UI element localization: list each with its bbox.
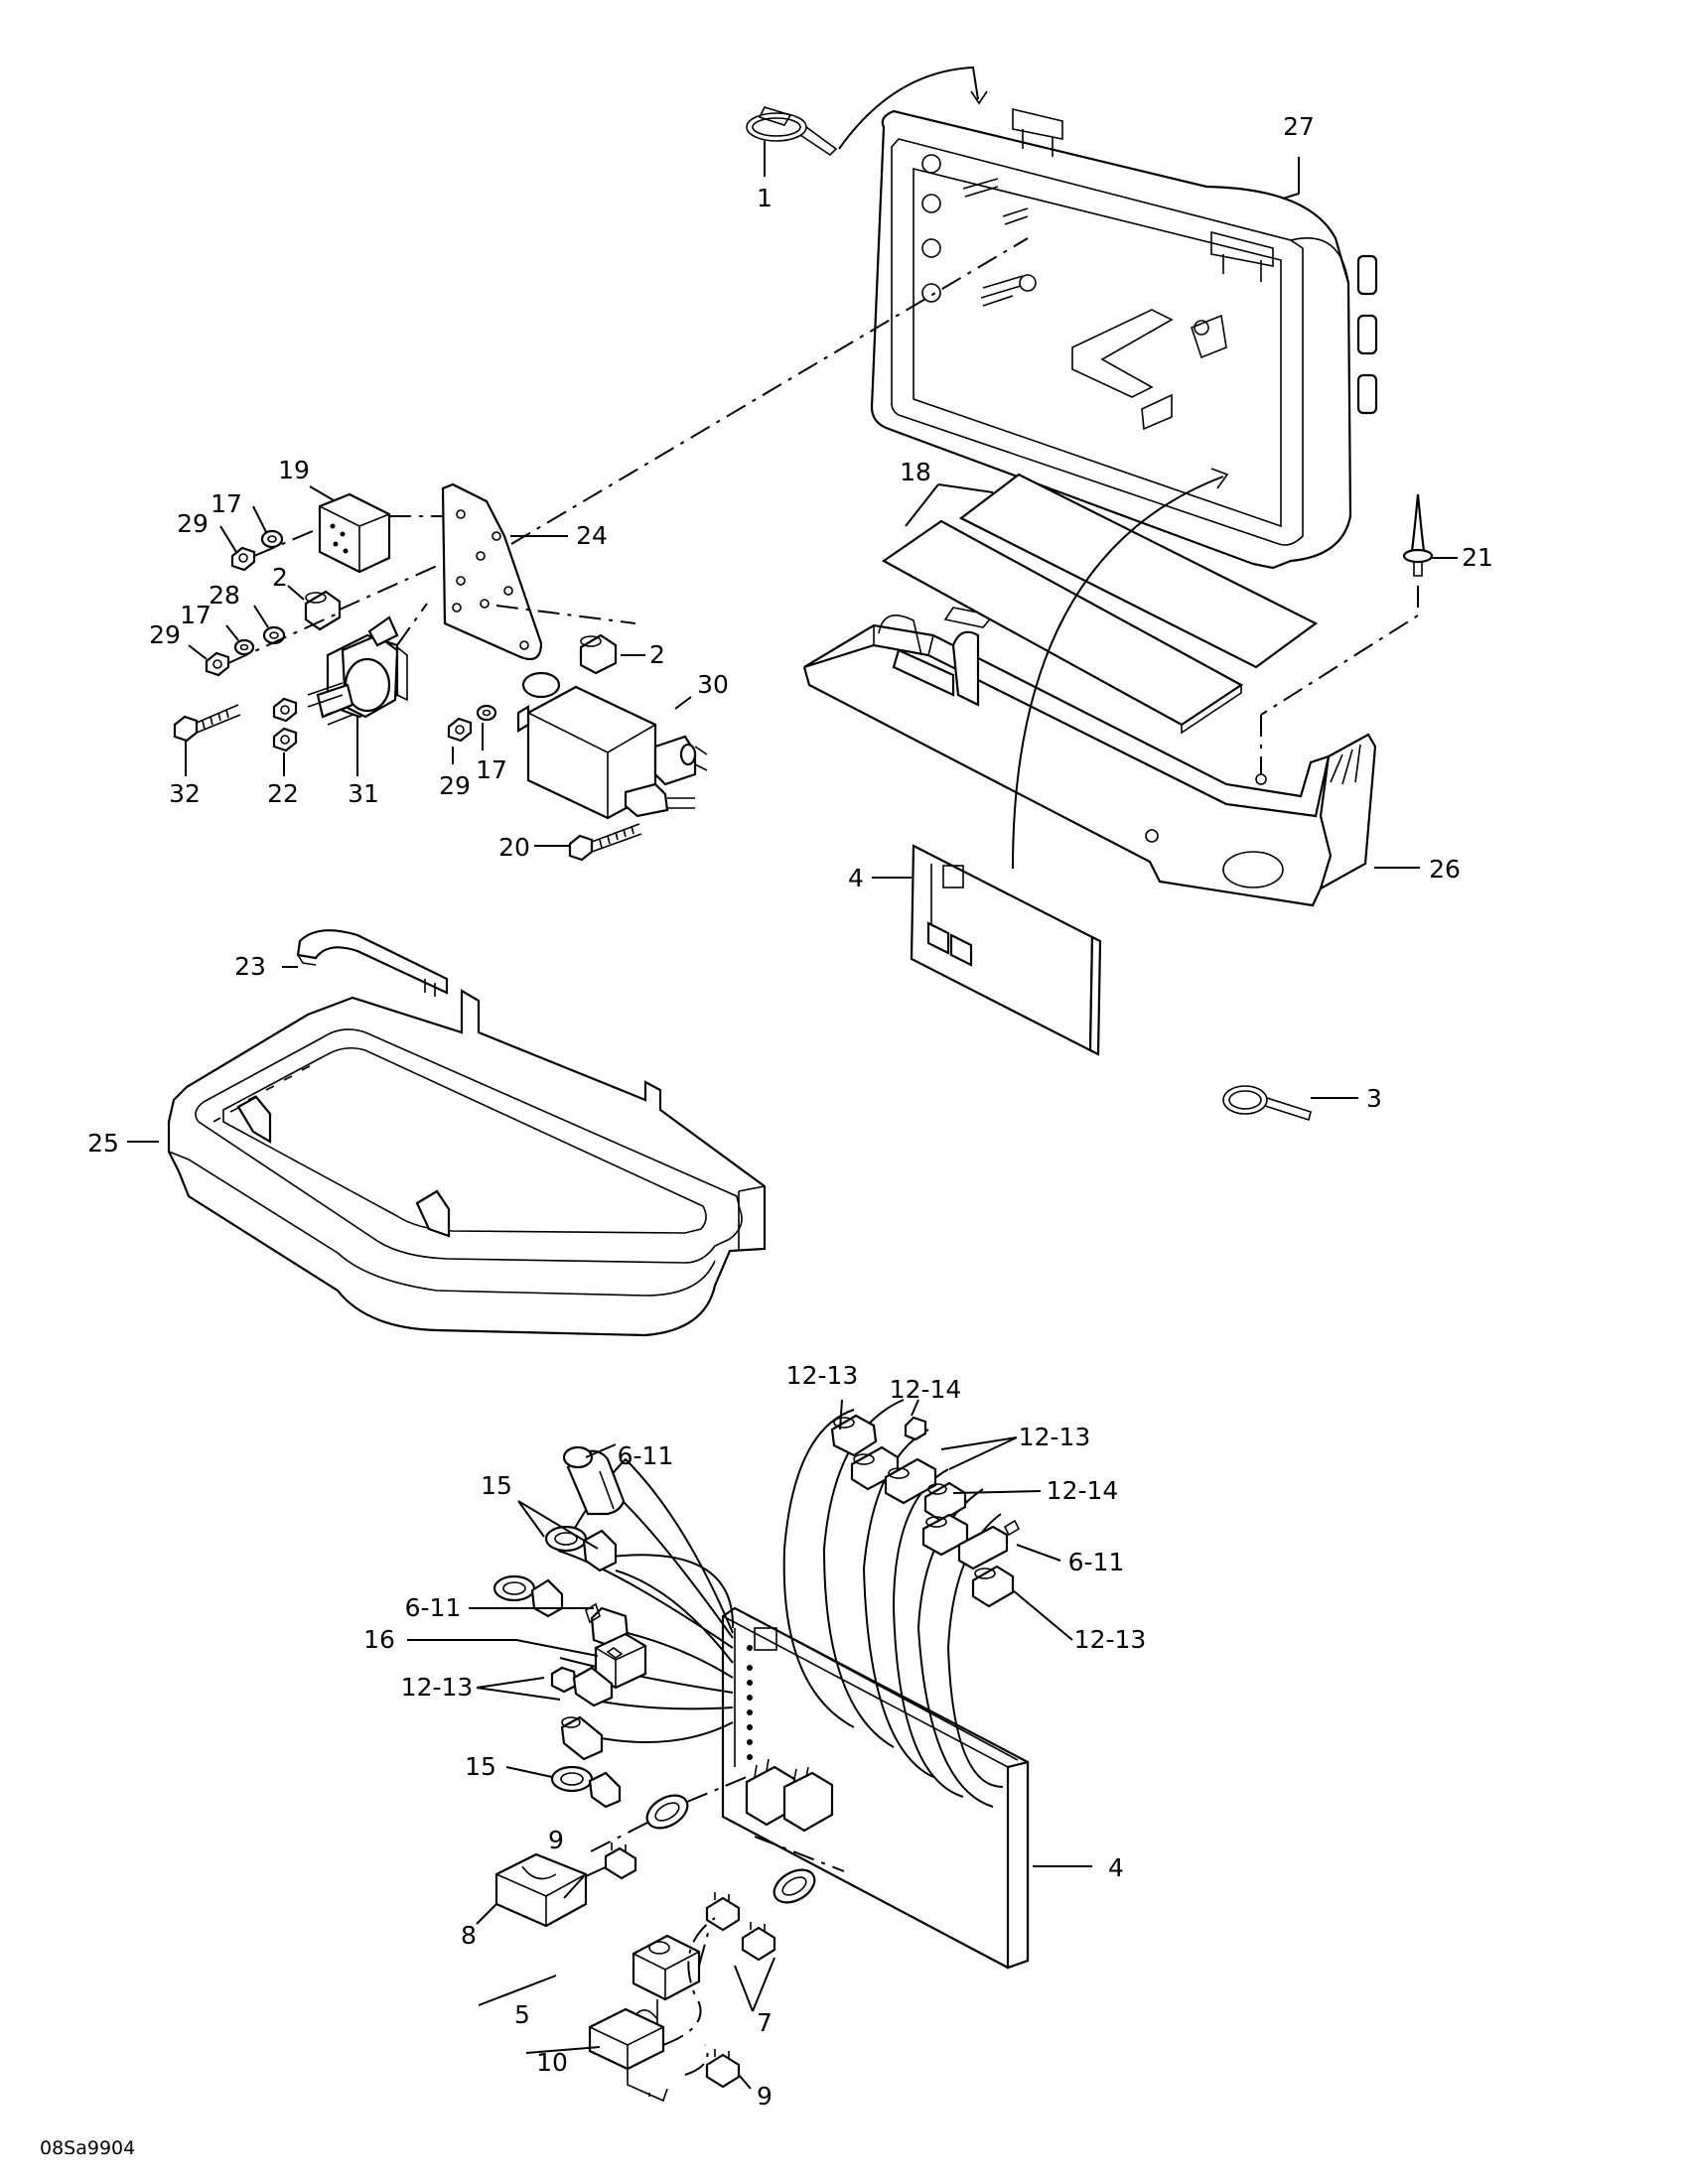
- washer-17-right: [476, 704, 497, 722]
- callout-29-middle: 29: [149, 620, 181, 649]
- callout-12-13-right-upper: 12-13: [1019, 1423, 1091, 1451]
- callout-24: 24: [576, 521, 608, 550]
- callout-6-11-middle: 6-11: [405, 1593, 462, 1622]
- ring-terminal-15-b: [492, 1574, 564, 1618]
- fuse-holder-5: [632, 1925, 711, 2027]
- callout-5: 5: [514, 2000, 530, 2029]
- callout-12-14-right: 12-14: [1047, 1476, 1119, 1505]
- terminal-6-11-right: [957, 1519, 1021, 1570]
- foam-pads-18: [881, 473, 1319, 735]
- callout-20: 20: [498, 833, 530, 862]
- connector-23: [296, 929, 449, 997]
- fuse-9-upper: [604, 1843, 637, 1880]
- fuse-cover-8: [494, 1852, 609, 1928]
- grommet-lower: [773, 1868, 816, 1904]
- box-base-26: [802, 607, 1377, 907]
- callout-22: 22: [267, 779, 299, 808]
- tie-strap-3: [1222, 1085, 1312, 1122]
- callout-17-upper: 17: [211, 489, 242, 518]
- solenoid-30: [516, 671, 708, 820]
- connector-12-13-right-e: [971, 1565, 1015, 1608]
- fuse-7-b: [741, 1922, 776, 1962]
- callout-9-upper: 9: [548, 1826, 564, 1854]
- callout-10: 10: [536, 2048, 568, 2077]
- callout-29-right: 29: [439, 771, 471, 800]
- callout-17-middle: 17: [180, 601, 211, 629]
- callout-27: 27: [1283, 112, 1315, 141]
- callout-6-11-right: 6-11: [1068, 1548, 1125, 1576]
- callout-2-left: 2: [272, 563, 288, 592]
- fuse-bracket-10: [588, 1917, 716, 2103]
- terminal-6-11-top: [562, 1445, 626, 1516]
- connector-12-13-left-b: [560, 1715, 604, 1761]
- callout-23: 23: [234, 952, 266, 981]
- callout-4-upper: 4: [848, 864, 864, 892]
- tie-strap-1: [746, 66, 988, 157]
- connector-12-13-left-a: [550, 1666, 614, 1707]
- callout-6-11-top: 6-11: [618, 1441, 674, 1470]
- callout-1: 1: [757, 184, 773, 212]
- solenoid-31: [307, 603, 428, 726]
- connector-12-13-right-d: [923, 1481, 967, 1523]
- callout-18: 18: [900, 458, 931, 486]
- bolt-32: [173, 704, 241, 743]
- callout-8: 8: [461, 1921, 477, 1950]
- callout-17-right: 17: [476, 755, 507, 784]
- callout-4-lower: 4: [1108, 1853, 1124, 1882]
- ring-terminal-15-a: [544, 1525, 618, 1572]
- fuse-9-lower: [705, 2049, 741, 2089]
- circuit-board-4-lower: [721, 1606, 1030, 1970]
- spacer-2-right: [495, 605, 636, 675]
- callout-12-14-top: 12-14: [890, 1375, 962, 1404]
- callout-21: 21: [1462, 543, 1493, 572]
- callout-3: 3: [1366, 1084, 1382, 1113]
- callout-32: 32: [169, 779, 201, 808]
- electrical-box-housing: [870, 107, 1378, 570]
- callout-labels: 1 27 18 19 24 17 29 2 28 17 29 2 30 17 2…: [40, 112, 1493, 2159]
- callout-30: 30: [697, 670, 729, 699]
- relay-19: [318, 492, 443, 574]
- circuit-board-4-upper: [910, 844, 1102, 1056]
- spacer-2-left: [304, 565, 438, 631]
- callout-19: 19: [278, 456, 310, 484]
- drawing-reference: 08Sa9904: [40, 2137, 135, 2159]
- callout-7: 7: [757, 2008, 773, 2037]
- mounting-bracket-24: [441, 482, 543, 661]
- connector-12-14-right-a: [904, 1416, 927, 1441]
- callout-15-upper: 15: [481, 1471, 512, 1500]
- callout-16: 16: [363, 1625, 395, 1654]
- washer-17-upper: [260, 529, 284, 549]
- callout-9-lower: 9: [757, 2082, 773, 2111]
- callout-12-13-left: 12-13: [401, 1673, 474, 1702]
- leader-lines: [127, 141, 1458, 2090]
- callout-28: 28: [209, 581, 240, 610]
- grommet-upper: [645, 1794, 689, 1830]
- callout-29-upper: 29: [177, 509, 209, 538]
- assembly-line-bracket: [510, 237, 1029, 545]
- assembly-arrow: [1012, 476, 1224, 870]
- washer-17-middle: [233, 638, 255, 656]
- callout-2-right: 2: [649, 640, 665, 669]
- bolt-20: [568, 823, 642, 862]
- nut-22-lower: [272, 727, 298, 752]
- nut-29-upper: [230, 546, 256, 572]
- callout-31: 31: [348, 779, 379, 808]
- callout-25: 25: [87, 1129, 119, 1158]
- callout-12-13-right-lower: 12-13: [1074, 1625, 1147, 1654]
- pin-21: [1260, 493, 1434, 774]
- connector-12-13-right-a: [830, 1414, 878, 1457]
- ring-terminal-15-c: [550, 1765, 622, 1809]
- connector-12-13-right-c: [884, 1457, 937, 1505]
- callout-12-13-top: 12-13: [786, 1361, 859, 1390]
- callout-26: 26: [1429, 855, 1461, 884]
- nut-29-middle: [205, 651, 230, 677]
- washer-28: [262, 625, 286, 645]
- tray-cover-25: [167, 989, 767, 1337]
- nut-22-upper: [272, 697, 298, 723]
- fuse-7-a: [705, 1892, 741, 1932]
- callout-15-lower: 15: [465, 1752, 496, 1781]
- nut-29-right: [447, 717, 473, 743]
